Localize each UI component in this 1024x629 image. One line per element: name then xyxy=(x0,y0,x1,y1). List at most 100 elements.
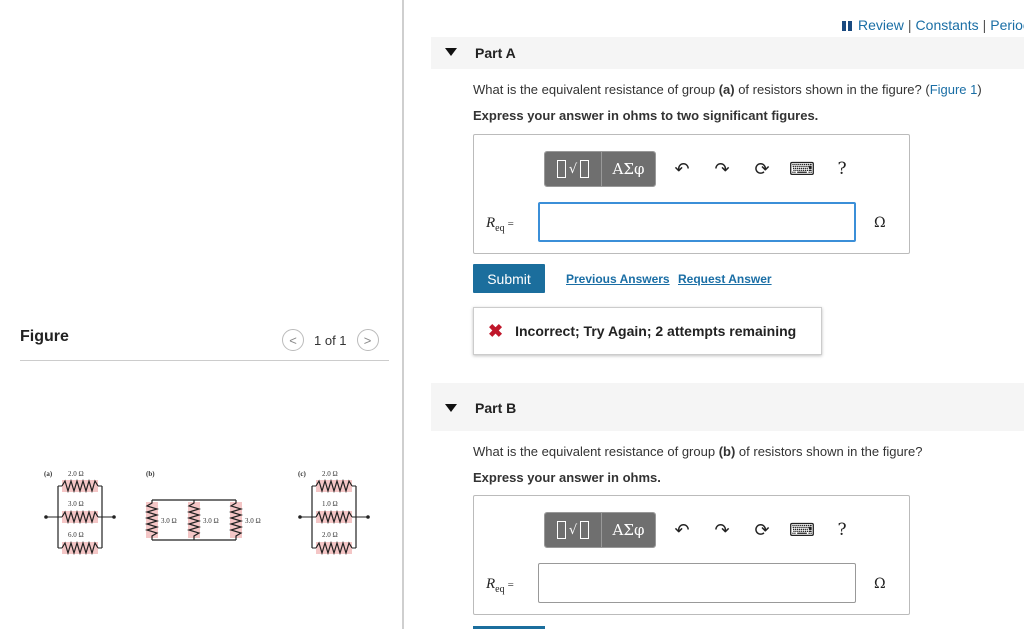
link-separator: | xyxy=(982,17,987,33)
figure-link[interactable]: Figure 1 xyxy=(929,82,978,97)
undo-button[interactable]: ↶ xyxy=(662,151,702,187)
c-r1-label: 2.0 Ω xyxy=(322,470,338,478)
math-toolbar: √ ΑΣφ ↶ ↷ ⟳ ⌨ ? xyxy=(544,151,862,187)
submit-button[interactable]: Submit xyxy=(473,264,545,293)
periodic-table-link[interactable]: Perioc xyxy=(990,17,1024,33)
question-group: (a) xyxy=(718,82,735,97)
caret-down-icon xyxy=(445,48,457,56)
undo-button[interactable]: ↶ xyxy=(662,512,702,548)
templates-button[interactable]: √ xyxy=(545,513,601,547)
part-b-answer-input[interactable] xyxy=(538,563,856,603)
group-a-label: (a) xyxy=(44,470,53,478)
help-button[interactable]: ? xyxy=(822,512,862,548)
part-b-question: What is the equivalent resistance of gro… xyxy=(473,444,922,459)
figure-divider xyxy=(20,360,389,361)
figure-page-indicator: 1 of 1 xyxy=(314,332,347,348)
toolbar-button-group: √ ΑΣφ xyxy=(544,512,656,548)
template-box-icon xyxy=(556,521,566,539)
a-r1-label: 2.0 Ω xyxy=(68,470,84,478)
c-r2-label: 1.0 Ω xyxy=(322,500,338,508)
toolbar-button-group: √ ΑΣφ xyxy=(544,151,656,187)
req-variable-label: Req= xyxy=(486,215,514,234)
part-a-instruction: Express your answer in ohms to two signi… xyxy=(473,108,819,123)
question-text: of resistors shown in the figure? ( xyxy=(734,82,930,97)
radical-icon: √ xyxy=(568,522,578,538)
error-icon: ✖ xyxy=(488,320,504,341)
redo-icon: ↷ xyxy=(714,158,730,179)
radical-icon: √ xyxy=(568,161,578,177)
header-links: Review|Constants|Perioc xyxy=(842,17,1024,33)
b-r2-label: 3.0 Ω xyxy=(203,517,219,525)
feedback-box: ✖ Incorrect; Try Again; 2 attempts remai… xyxy=(473,307,822,355)
review-link[interactable]: Review xyxy=(858,17,904,33)
previous-answers-link[interactable]: Previous Answers xyxy=(566,272,670,286)
greek-symbols-button[interactable]: ΑΣφ xyxy=(601,152,655,186)
part-a-answer-input[interactable] xyxy=(538,202,856,242)
caret-down-icon xyxy=(445,404,457,412)
part-a-answer-box: √ ΑΣφ ↶ ↷ ⟳ ⌨ ? Req= Ω xyxy=(473,134,910,254)
var-sub: eq xyxy=(495,223,505,234)
part-b-label: Part B xyxy=(475,400,517,416)
part-b-instruction: Express your answer in ohms. xyxy=(473,470,661,485)
equals-sign: = xyxy=(507,218,514,230)
template-box-icon xyxy=(580,160,590,178)
reset-icon: ⟳ xyxy=(754,158,770,179)
redo-icon: ↷ xyxy=(714,519,730,540)
chevron-left-icon: < xyxy=(289,332,297,348)
var-main: R xyxy=(486,215,496,231)
part-a-label: Part A xyxy=(475,45,516,61)
reset-icon: ⟳ xyxy=(754,519,770,540)
part-b-submit-button[interactable] xyxy=(473,626,545,629)
part-a-header[interactable]: Part A xyxy=(431,37,1024,69)
group-b-label: (b) xyxy=(146,470,155,478)
redo-button[interactable]: ↷ xyxy=(702,151,742,187)
equals-sign: = xyxy=(507,579,514,591)
undo-icon: ↶ xyxy=(674,519,690,540)
redo-button[interactable]: ↷ xyxy=(702,512,742,548)
template-box-icon xyxy=(556,160,566,178)
req-variable-label: Req= xyxy=(486,576,514,595)
a-r3-label: 6.0 Ω xyxy=(68,531,84,539)
request-answer-link[interactable]: Request Answer xyxy=(678,272,772,286)
reset-button[interactable]: ⟳ xyxy=(742,512,782,548)
b-r1-label: 3.0 Ω xyxy=(161,517,177,525)
figure-panel: Figure < 1 of 1 > (a) 2.0 Ω 3.0 Ω 6.0 Ω xyxy=(0,0,402,629)
review-icon xyxy=(842,21,852,31)
c-r3-label: 2.0 Ω xyxy=(322,531,338,539)
template-box-icon xyxy=(580,521,590,539)
help-icon: ? xyxy=(837,520,847,540)
link-separator: | xyxy=(907,17,912,33)
feedback-message: Incorrect; Try Again; 2 attempts remaini… xyxy=(515,323,797,339)
panel-divider[interactable] xyxy=(402,0,404,629)
reset-button[interactable]: ⟳ xyxy=(742,151,782,187)
question-text: of resistors shown in the figure? xyxy=(735,444,923,459)
math-toolbar: √ ΑΣφ ↶ ↷ ⟳ ⌨ ? xyxy=(544,512,862,548)
unit-label: Ω xyxy=(874,215,886,231)
question-text: What is the equivalent resistance of gro… xyxy=(473,82,719,97)
question-text: What is the equivalent resistance of gro… xyxy=(473,444,719,459)
unit-label: Ω xyxy=(874,576,886,592)
figure-pager: < 1 of 1 > xyxy=(282,328,379,352)
keyboard-icon: ⌨ xyxy=(789,519,815,540)
templates-button[interactable]: √ xyxy=(545,152,601,186)
help-button[interactable]: ? xyxy=(822,151,862,187)
help-icon: ? xyxy=(837,159,847,179)
chevron-right-icon: > xyxy=(363,332,372,348)
b-r3-label: 3.0 Ω xyxy=(245,517,261,525)
var-sub: eq xyxy=(495,584,505,595)
keyboard-icon: ⌨ xyxy=(789,158,815,179)
greek-symbols-button[interactable]: ΑΣφ xyxy=(601,513,655,547)
next-figure-button[interactable]: > xyxy=(356,329,379,351)
prev-figure-button[interactable]: < xyxy=(282,329,304,351)
keyboard-button[interactable]: ⌨ xyxy=(782,512,822,548)
var-main: R xyxy=(486,576,496,592)
undo-icon: ↶ xyxy=(674,158,690,179)
constants-link[interactable]: Constants xyxy=(915,17,979,33)
a-r2-label: 3.0 Ω xyxy=(68,500,84,508)
resistor-circuits-figure: (a) 2.0 Ω 3.0 Ω 6.0 Ω (b) 3.0 Ω xyxy=(44,470,370,556)
question-group: (b) xyxy=(718,444,736,459)
part-b-header[interactable]: Part B xyxy=(431,383,1024,431)
keyboard-button[interactable]: ⌨ xyxy=(782,151,822,187)
question-text: ) xyxy=(977,82,982,97)
